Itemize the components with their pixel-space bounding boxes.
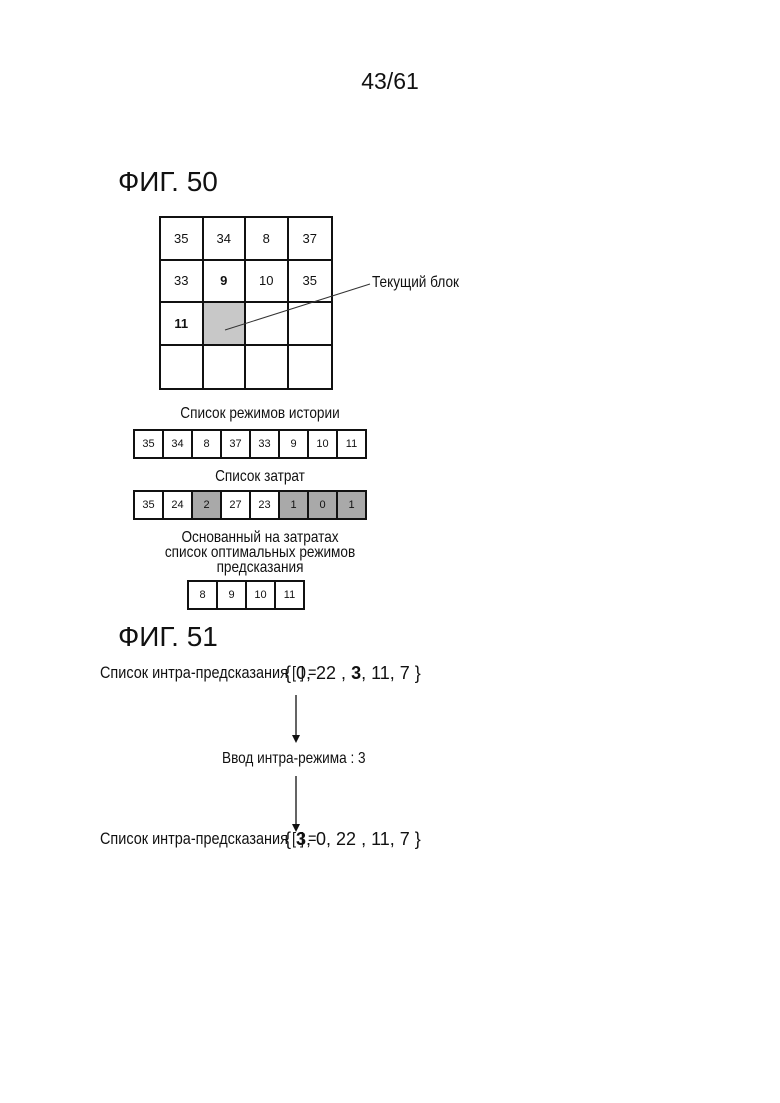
history-list-cell: 37	[222, 431, 251, 457]
grid-cell	[246, 303, 289, 346]
intra-list-values: { 3, 0, 22 , 11, 7 }	[285, 829, 421, 850]
history-list-caption: Список режимов истории	[141, 405, 379, 423]
grid-cell: 33	[161, 261, 204, 304]
cost-list-cell: 23	[251, 492, 280, 518]
current-block-label: Текущий блок	[372, 274, 459, 292]
grid-cell: 34	[204, 218, 247, 261]
optimal-list-cell: 9	[218, 582, 247, 608]
optimal-caption-line: Основанный на затратах	[133, 530, 388, 545]
optimal-list-cell: 11	[276, 582, 303, 608]
intra-list-after: Список интра-предсказания [ ] = { 3, 0, …	[100, 829, 355, 849]
intra-list-label: Список интра-предсказания [ ] =	[100, 829, 316, 849]
values-pre: {	[285, 829, 296, 849]
history-list-cell: 34	[164, 431, 193, 457]
history-mode-list: 35348373391011	[133, 429, 367, 459]
grid-cell	[246, 346, 289, 389]
cost-list: 352422723101	[133, 490, 367, 520]
grid-cell	[289, 303, 332, 346]
cost-list-cell: 27	[222, 492, 251, 518]
optimal-mode-list: 891011	[187, 580, 305, 610]
grid-cell: 10	[246, 261, 289, 304]
fig50-title: ФИГ. 50	[118, 166, 218, 198]
page-number: 43/61	[0, 68, 780, 95]
neighbor-block-grid: 3534837339103511	[159, 216, 333, 390]
optimal-caption-line: список оптимальных режимов	[133, 545, 388, 560]
fig51-title: ФИГ. 51	[118, 621, 218, 653]
grid-cell: 35	[289, 261, 332, 304]
values-post: , 11, 7 }	[361, 663, 421, 683]
grid-cell: 35	[161, 218, 204, 261]
cost-list-cell: 2	[193, 492, 222, 518]
cost-list-cell: 1	[280, 492, 309, 518]
grid-cell: 37	[289, 218, 332, 261]
optimal-caption-line: предсказания	[133, 560, 388, 575]
cost-list-cell: 35	[135, 492, 164, 518]
history-list-cell: 8	[193, 431, 222, 457]
cost-list-cell: 24	[164, 492, 193, 518]
values-post: , 0, 22 , 11, 7 }	[306, 829, 421, 849]
optimal-list-cell: 8	[189, 582, 218, 608]
down-arrow-1	[288, 695, 304, 745]
grid-cell: 9	[204, 261, 247, 304]
grid-cell: 11	[161, 303, 204, 346]
current-block-cell	[204, 303, 247, 346]
history-list-cell: 11	[338, 431, 365, 457]
down-arrow-2	[288, 776, 304, 834]
grid-cell	[289, 346, 332, 389]
cost-list-cell: 1	[338, 492, 365, 518]
values-bold: 3	[351, 663, 361, 683]
grid-cell: 8	[246, 218, 289, 261]
cost-list-cell: 0	[309, 492, 338, 518]
values-pre: { 0, 22 ,	[285, 663, 351, 683]
values-bold: 3	[296, 829, 306, 849]
cost-list-caption: Список затрат	[141, 468, 379, 486]
intra-list-values: { 0, 22 , 3, 11, 7 }	[285, 663, 421, 684]
intra-list-label: Список интра-предсказания [ ] =	[100, 663, 316, 683]
input-intra-mode: Ввод интра-режима : 3	[222, 750, 366, 768]
intra-list-before: Список интра-предсказания [ ] = { 0, 22 …	[100, 663, 355, 683]
grid-cell	[204, 346, 247, 389]
grid-cell	[161, 346, 204, 389]
history-list-cell: 35	[135, 431, 164, 457]
history-list-cell: 9	[280, 431, 309, 457]
optimal-list-cell: 10	[247, 582, 276, 608]
history-list-cell: 10	[309, 431, 338, 457]
optimal-list-caption: Основанный на затратах список оптимальны…	[133, 530, 388, 575]
history-list-cell: 33	[251, 431, 280, 457]
